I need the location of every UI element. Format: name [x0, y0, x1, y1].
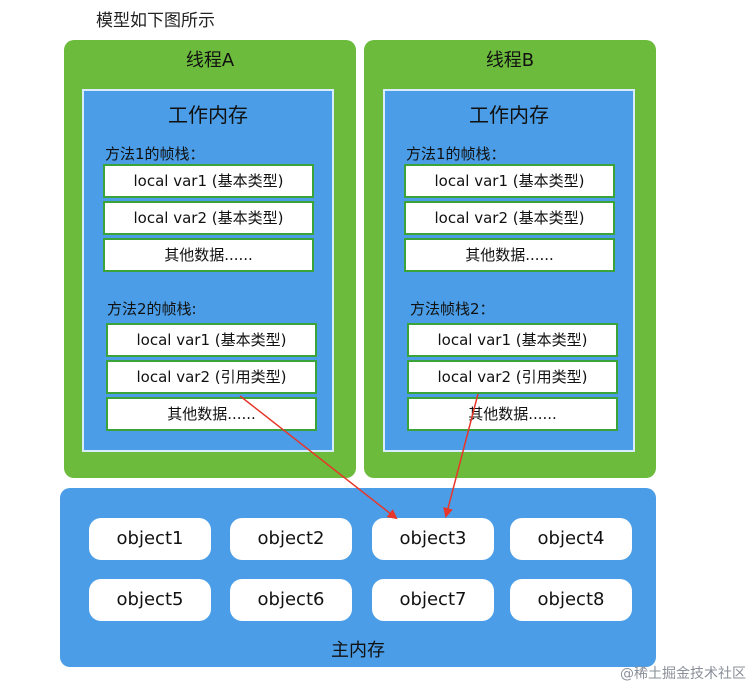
thread-b-stack1-cell-1: local var1 (基本类型) [404, 164, 615, 198]
thread-b-stack2-cell-3: 其他数据...... [407, 397, 618, 431]
thread-a-title: 线程A [185, 50, 235, 71]
thread-a-stack1-cell-3: 其他数据...... [103, 238, 314, 272]
thread-b-title: 线程B [485, 50, 535, 71]
object-7: object7 [372, 579, 494, 621]
thread-a-stack2-label: 方法2的帧栈: [107, 300, 197, 318]
object-6: object6 [230, 579, 352, 621]
thread-a-stack1-cell-2: local var2 (基本类型) [103, 201, 314, 235]
thread-a-stack2-cell-1: local var1 (基本类型) [106, 323, 317, 357]
main-memory-box: 主内存 [60, 488, 656, 667]
thread-b-stack2-label: 方法帧栈2： [410, 300, 495, 318]
thread-a-stack1-label: 方法1的帧栈： [105, 145, 205, 163]
thread-a-stack1-cell-1: local var1 (基本类型) [103, 164, 314, 198]
thread-b-stack2-cell-1: local var1 (基本类型) [407, 323, 618, 357]
thread-b-stack1-label: 方法1的帧栈： [406, 145, 506, 163]
object-5: object5 [89, 579, 211, 621]
thread-b-stack2-cell-2: local var2 (引用类型) [407, 360, 618, 394]
thread-b-stack1-cell-3: 其他数据...... [404, 238, 615, 272]
object-2: object2 [230, 518, 352, 560]
thread-b-stack1-cell-2: local var2 (基本类型) [404, 201, 615, 235]
main-memory-title: 主内存 [331, 640, 385, 661]
thread-a-stack2-cell-2: local var2 (引用类型) [106, 360, 317, 394]
thread-b-work-memory-title: 工作内存 [469, 103, 549, 127]
object-3: object3 [372, 518, 494, 560]
thread-a-work-memory-title: 工作内存 [168, 103, 248, 127]
diagram-caption: 模型如下图所示 [96, 11, 215, 31]
thread-a-stack2-cell-3: 其他数据...... [106, 397, 317, 431]
object-1: object1 [89, 518, 211, 560]
watermark: @稀土掘金技术社区 [620, 666, 746, 682]
object-8: object8 [510, 579, 632, 621]
object-4: object4 [510, 518, 632, 560]
